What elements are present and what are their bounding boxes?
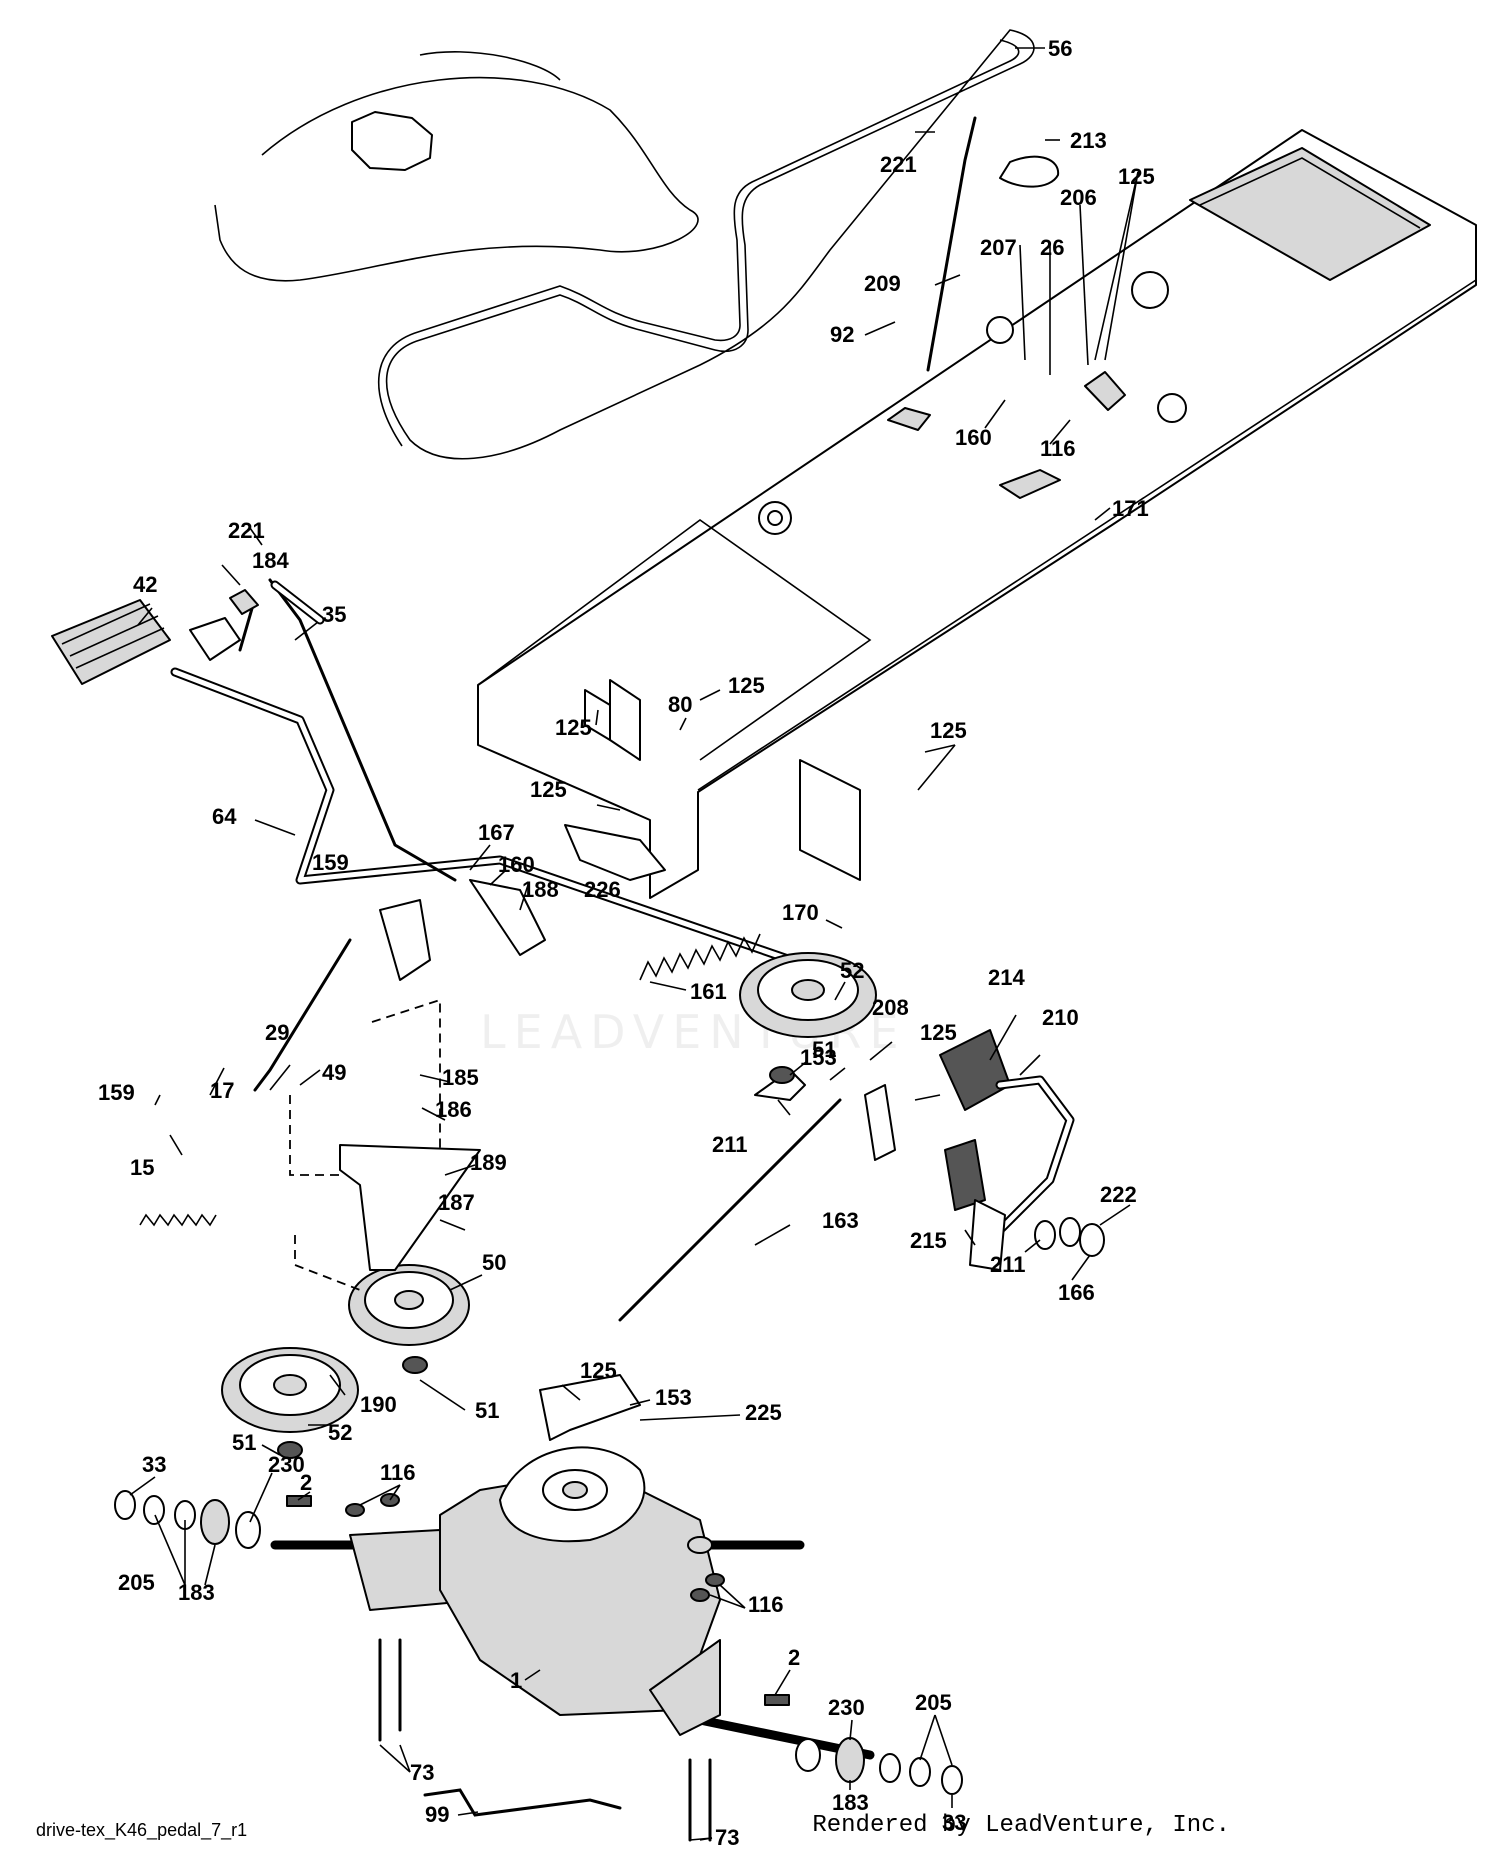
callout-26: 26 xyxy=(1040,235,1064,260)
linkage-rods xyxy=(253,879,842,1322)
callout-125: 125 xyxy=(530,777,567,802)
callout-17: 17 xyxy=(210,1078,234,1103)
spring-17 xyxy=(139,1213,217,1227)
callout-51: 51 xyxy=(232,1430,256,1455)
callout-163: 163 xyxy=(822,1208,859,1233)
callout-125: 125 xyxy=(930,718,967,743)
callout-167: 167 xyxy=(478,820,515,845)
callout-73: 73 xyxy=(410,1760,434,1785)
callout-49: 49 xyxy=(322,1060,346,1085)
callout-42: 42 xyxy=(133,572,157,597)
callout-211: 211 xyxy=(712,1132,748,1157)
callout-51: 51 xyxy=(812,1037,836,1062)
idler-pulleys xyxy=(221,952,877,1459)
callout-159: 159 xyxy=(312,850,349,875)
upper-lever-209 xyxy=(926,116,1126,411)
brake-pedal-assembly xyxy=(864,1029,1105,1271)
callout-50: 50 xyxy=(482,1250,506,1275)
callout-184: 184 xyxy=(252,548,289,573)
callout-1: 1 xyxy=(510,1668,522,1693)
callout-33: 33 xyxy=(142,1452,166,1477)
callout-205: 205 xyxy=(915,1690,952,1715)
axle-hardware-left xyxy=(114,1490,312,1549)
callout-183: 183 xyxy=(832,1790,869,1815)
callout-166: 166 xyxy=(1058,1280,1095,1305)
leader-lines xyxy=(129,47,1139,1841)
callout-222: 222 xyxy=(1100,1182,1137,1207)
callout-125: 125 xyxy=(580,1358,617,1383)
callout-187: 187 xyxy=(438,1190,475,1215)
callout-35: 35 xyxy=(322,602,346,627)
callout-153: 153 xyxy=(655,1385,692,1410)
callout-160: 160 xyxy=(955,425,992,450)
callout-221: 221 xyxy=(880,152,917,177)
bracket-226 xyxy=(564,824,666,881)
callout-207: 207 xyxy=(980,235,1017,260)
callout-161: 161 xyxy=(690,979,727,1004)
callout-15: 15 xyxy=(130,1155,154,1180)
callout-116: 116 xyxy=(1040,436,1076,461)
callout-29: 29 xyxy=(265,1020,289,1045)
callout-125: 125 xyxy=(920,1020,957,1045)
callout-52: 52 xyxy=(840,958,864,983)
callout-125: 125 xyxy=(728,673,765,698)
mower-deck-outline xyxy=(214,51,699,282)
callout-209: 209 xyxy=(864,271,901,296)
callout-210: 210 xyxy=(1042,1005,1079,1030)
callout-230: 230 xyxy=(828,1695,865,1720)
callout-206: 206 xyxy=(1060,185,1097,210)
callout-188: 188 xyxy=(522,877,559,902)
diagram-file-id: drive-tex_K46_pedal_7_r1 xyxy=(36,1820,248,1840)
spring-161 xyxy=(639,933,761,981)
callout-230: 230 xyxy=(268,1452,305,1477)
callout-51: 51 xyxy=(475,1398,499,1423)
bracket-99 xyxy=(423,1788,622,1817)
callout-221: 221 xyxy=(228,518,265,543)
axle-hardware-right xyxy=(764,1694,963,1795)
callout-33: 33 xyxy=(942,1810,966,1835)
callout-2: 2 xyxy=(300,1470,312,1495)
callout-80: 80 xyxy=(668,692,692,717)
callout-116: 116 xyxy=(380,1460,416,1485)
callout-211: 211 xyxy=(990,1252,1026,1277)
callout-153: 153 xyxy=(800,1045,837,1070)
callout-labels: 56 213 221 125 206 207 26 209 92 160 116… xyxy=(98,36,1155,1849)
chassis-frame xyxy=(477,129,1477,899)
drive-belt xyxy=(377,29,1035,460)
callout-171: 171 xyxy=(1112,496,1149,521)
callout-214: 214 xyxy=(988,965,1025,990)
transaxle-assembly xyxy=(270,1446,875,1760)
callout-189: 189 xyxy=(470,1150,507,1175)
callout-183: 183 xyxy=(178,1580,215,1605)
callout-160: 160 xyxy=(498,852,535,877)
callout-185: 185 xyxy=(442,1065,479,1090)
callout-2: 2 xyxy=(788,1645,800,1670)
rendered-by-credit: Rendered by LeadVenture, Inc. xyxy=(812,1812,1230,1839)
callout-73: 73 xyxy=(715,1825,739,1849)
callout-190: 190 xyxy=(360,1392,397,1417)
callout-208: 208 xyxy=(872,995,909,1020)
callout-92: 92 xyxy=(830,322,854,347)
callout-213: 213 xyxy=(1070,128,1107,153)
callout-186: 186 xyxy=(435,1097,472,1122)
callout-159: 159 xyxy=(98,1080,135,1105)
callout-99: 99 xyxy=(425,1802,449,1827)
callout-125: 125 xyxy=(555,715,592,740)
callout-226: 226 xyxy=(584,877,621,902)
callout-225: 225 xyxy=(745,1400,782,1425)
callout-52: 52 xyxy=(328,1420,352,1445)
idler-bracket-189 xyxy=(289,998,481,1291)
callout-205: 205 xyxy=(118,1570,155,1595)
callout-125: 125 xyxy=(1118,164,1155,189)
callout-64: 64 xyxy=(212,804,237,829)
callout-116: 116 xyxy=(748,1592,784,1617)
callout-56: 56 xyxy=(1048,36,1072,61)
mounting-bolts-73 xyxy=(378,1638,712,1842)
callout-170: 170 xyxy=(782,900,819,925)
bracket-225 xyxy=(539,1374,641,1441)
callout-215: 215 xyxy=(910,1228,947,1253)
